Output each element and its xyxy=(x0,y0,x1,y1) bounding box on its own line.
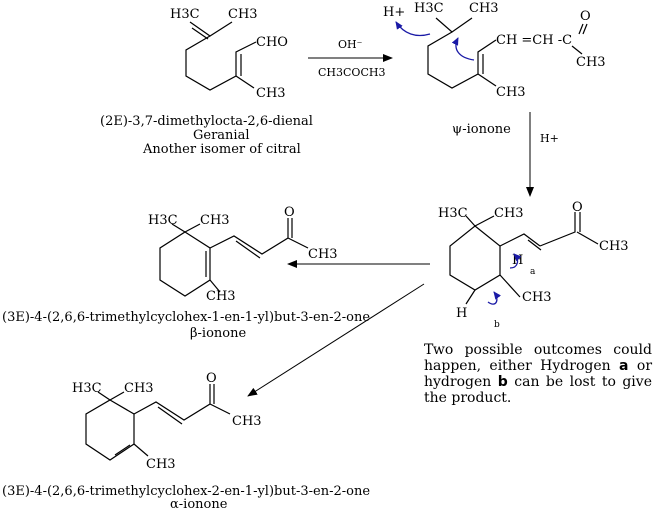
note-hydrogen-a: a xyxy=(619,358,629,374)
geranial-chain-bonds xyxy=(185,35,257,91)
psi-carbonyl-bond xyxy=(578,23,588,35)
step1-reagent-above: OH⁻ xyxy=(338,38,363,51)
carbocation-ch3-ring-label: CH3 xyxy=(522,290,552,305)
carbocation-ring-methyl-bond xyxy=(499,274,521,298)
alpha-ring-double-bond xyxy=(114,444,131,456)
psi-isopropylidene-bonds xyxy=(435,17,473,33)
beta-side-chain xyxy=(209,218,309,255)
arrow-to-alpha-ionone xyxy=(247,283,425,397)
psi-ch3-bottom-label: CH3 xyxy=(496,85,526,100)
beta-h3c-label: H3C xyxy=(148,213,178,228)
alpha-ionone-iupac: (3E)-4-(2,6,6-trimethylcyclohex-2-en-1-y… xyxy=(2,484,370,499)
beta-ch3-ring-label: CH3 xyxy=(206,289,236,304)
psi-curly-arrow-proton xyxy=(395,21,431,37)
carbocation-ketone-bonds xyxy=(539,212,599,247)
psi-chain-bonds xyxy=(427,31,497,89)
beta-side-double-bond xyxy=(235,240,261,259)
beta-ch3-gem-label: CH3 xyxy=(200,213,230,228)
beta-gem-dimethyl-bonds xyxy=(171,223,201,233)
carbocation-side-chain xyxy=(499,233,542,251)
geranial-double-bond-line xyxy=(191,27,209,40)
note-hydrogen-b: b xyxy=(497,374,508,390)
psi-ionone-structure: H+ H3C CH3 CH =CH -C O CH3 CH3 xyxy=(383,1,606,100)
alpha-ring xyxy=(85,399,135,461)
beta-oxygen-label: O xyxy=(284,205,295,220)
psi-methyl-bond xyxy=(477,73,497,87)
alpha-ch3-gem-label: CH3 xyxy=(124,381,154,396)
carbocation-curly-arrow-b xyxy=(487,291,501,305)
step1-reagent-below: CH3COCH3 xyxy=(318,66,385,79)
outcome-note: Two possible outcomes could happen, eith… xyxy=(424,342,652,406)
beta-ionone-iupac: (3E)-4-(2,6,6-trimethylcyclohex-1-en-1-y… xyxy=(2,310,370,325)
note-line1: Two possible outcomes could happen, eith… xyxy=(424,342,652,374)
beta-ch3-ketone-label: CH3 xyxy=(308,247,338,262)
alpha-h3c-label: H3C xyxy=(72,381,102,396)
geranial-h3c-label: H3C xyxy=(170,7,200,22)
geranial-common-name: Geranial xyxy=(193,128,249,143)
psi-methyl-ketone-bond xyxy=(571,45,583,55)
beta-ring-methyl-bond xyxy=(209,279,221,293)
geranial-description: Another isomer of citral xyxy=(142,142,301,157)
carbocation-oxygen-label: O xyxy=(572,200,583,215)
geranial-cho-label: CHO xyxy=(256,35,288,50)
carbocation-curly-arrow-a xyxy=(509,253,522,269)
carbocation-ring xyxy=(449,225,501,291)
carbocation-ch3-ketone-label: CH3 xyxy=(599,239,629,254)
geranial-structure: H3C CH3 CHO CH3 xyxy=(170,7,288,101)
carbocation-hb-bond xyxy=(465,289,476,305)
alpha-ch3-ketone-label: CH3 xyxy=(232,414,262,429)
psi-curly-arrow-cyclization xyxy=(451,37,475,61)
geranial-ch3-bottom-label: CH3 xyxy=(256,86,286,101)
alpha-ring-methyl-bond xyxy=(133,443,149,457)
note-line2: can be lost to give the product. xyxy=(424,374,652,406)
psi-ionone-name: ψ-ionone xyxy=(452,122,511,137)
psi-ch3-top-label: CH3 xyxy=(469,1,499,16)
psi-h-plus-label: H+ xyxy=(383,5,405,20)
alpha-oxygen-label: O xyxy=(206,371,217,386)
carbocation-ha-subscript: a xyxy=(530,267,536,277)
psi-h3c-label: H3C xyxy=(414,1,444,16)
carbocation-structure: H3C CH3 O CH3 H a CH3 H b xyxy=(438,200,629,330)
geranial-isopropylidene-bonds xyxy=(189,21,233,37)
note-middle: or hydrogen xyxy=(424,358,653,390)
carbocation-h3c-label: H3C xyxy=(438,206,468,221)
alpha-ionone-structure: H3C CH3 O CH3 CH3 xyxy=(72,371,262,472)
psi-oxygen-label: O xyxy=(580,9,591,24)
beta-ionone-structure: H3C CH3 O CH3 CH3 xyxy=(148,205,338,304)
geranial-methyl-bond xyxy=(235,75,255,89)
carbocation-ch3-gem-label: CH3 xyxy=(494,206,524,221)
alpha-side-double-bond xyxy=(157,406,183,425)
beta-ionone-name: β-ionone xyxy=(190,326,246,341)
carbocation-gem-dimethyl-bonds xyxy=(465,215,495,227)
geranial-ch3-top-label: CH3 xyxy=(228,7,258,22)
psi-chain-label: CH =CH -C xyxy=(496,33,572,48)
step2-reagent: H+ xyxy=(540,132,559,145)
beta-ring xyxy=(159,231,211,297)
carbocation-hb-subscript: b xyxy=(494,320,500,330)
alpha-ch3-ring-label: CH3 xyxy=(146,457,176,472)
alpha-gem-dimethyl-bonds xyxy=(97,391,125,401)
alpha-side-chain xyxy=(133,384,231,421)
carbocation-hb-label: H xyxy=(456,306,467,321)
psi-ch3-end-label: CH3 xyxy=(576,55,606,70)
geranial-iupac-name: (2E)-3,7-dimethylocta-2,6-dienal xyxy=(100,114,313,129)
alpha-ionone-name: α-ionone xyxy=(170,497,228,510)
